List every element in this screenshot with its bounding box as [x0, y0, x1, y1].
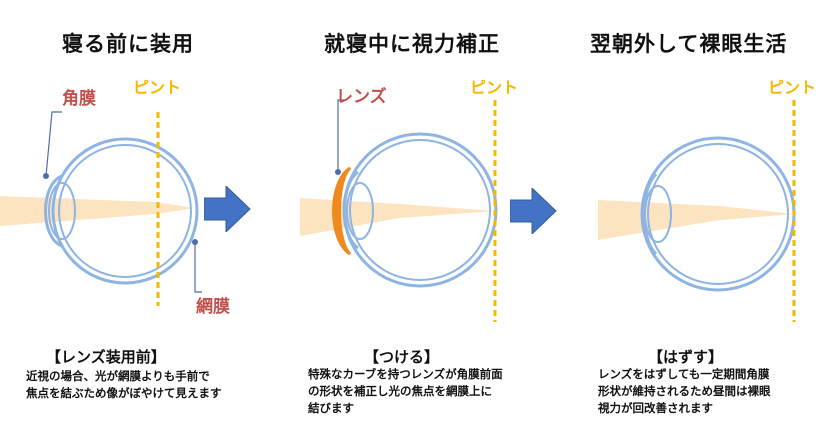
- light-beam: [0, 196, 195, 226]
- panel-caption: 【はずす】: [648, 348, 724, 366]
- eye-diagram-after: [598, 100, 796, 322]
- desc-line-1: 近視の場合、光が網膜よりも手前で: [26, 369, 210, 383]
- retina-pointer-line: [194, 242, 202, 293]
- focus-label: ピント: [470, 78, 519, 97]
- arrow-right-icon: [510, 188, 557, 234]
- lens-pointer-line: [337, 99, 346, 172]
- cornea-pointer-line: [45, 111, 62, 177]
- panel-after-lens: 翌朝外して裸眼生活 ピント 【はずす】 レンズをはずしても一定期間角膜 形状が維…: [570, 0, 824, 428]
- panel-title: 就寝中に視力補正: [324, 32, 500, 56]
- desc-line-2: 形状が維持されるため昼間は裸眼: [598, 384, 771, 398]
- panel-title: 寝る前に装用: [62, 32, 194, 56]
- panel-caption: 【レンズ装用前】: [46, 348, 166, 366]
- desc-line-2: 焦点を結ぶため像がぼやけて見えます: [26, 386, 222, 400]
- eyeball-inner: [58, 144, 192, 278]
- crystalline-lens: [346, 182, 374, 240]
- light-beam: [598, 200, 794, 240]
- cornea: [343, 170, 359, 250]
- lens-label: レンズ: [336, 87, 387, 107]
- desc-line-1: レンズをはずしても一定期間角膜: [598, 367, 770, 381]
- desc-line-2: の形状を補正し光の焦点を網膜上に: [308, 384, 492, 398]
- panel-caption: 【つける】: [364, 348, 440, 366]
- retina-label: 網膜: [196, 297, 230, 317]
- focus-label: ピント: [768, 78, 817, 97]
- eyeball-inner: [349, 139, 491, 281]
- eyeball-inner: [647, 143, 789, 285]
- eye-diagram-before: [0, 111, 202, 306]
- desc-line-3: 結びます: [308, 401, 354, 415]
- crystalline-lens: [48, 182, 76, 240]
- eyeball-outline: [51, 137, 199, 285]
- focus-label: ピント: [133, 78, 182, 97]
- panel-wearing-lens: 就寝中に視力補正 ピント レンズ 【つける】 特殊なカーブを持つレンズが角膜前面…: [280, 0, 550, 428]
- cornea: [44, 174, 63, 248]
- ortho-lens: [332, 166, 352, 256]
- cornea-label: 角膜: [62, 89, 96, 109]
- arrow-right-icon: [204, 186, 251, 232]
- panel-title: 翌朝外して裸眼生活: [590, 32, 788, 56]
- desc-line-3: 視力が回改善されます: [598, 401, 713, 415]
- crystalline-lens: [644, 185, 672, 243]
- eye-diagram-wearing: [300, 99, 498, 322]
- light-beam: [300, 198, 495, 236]
- panel-before-lens: 寝る前に装用 ピント 角膜 網膜 【レンズ装用前】 近視の場合、光が網膜よりも手…: [0, 0, 260, 428]
- desc-line-1: 特殊なカーブを持つレンズが角膜前面: [308, 367, 503, 381]
